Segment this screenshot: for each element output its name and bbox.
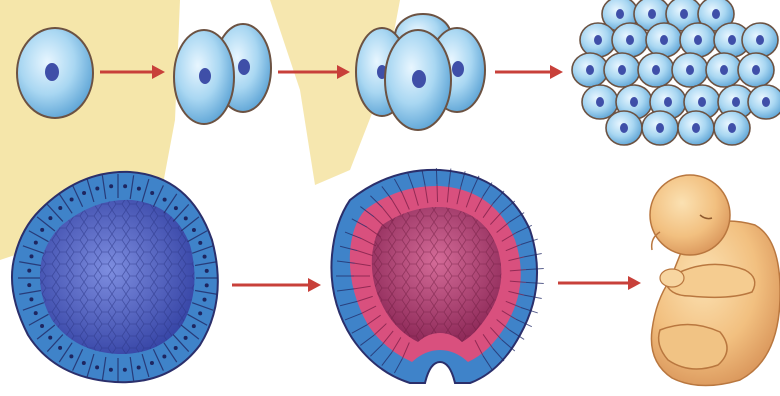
fetus — [650, 175, 780, 386]
morula-cell — [646, 23, 682, 57]
arrow-gastrula-to-fetus — [558, 276, 641, 290]
morula-cell — [638, 53, 674, 87]
morula-cell — [606, 111, 642, 145]
morula-cell — [572, 53, 608, 87]
morula-cell — [706, 53, 742, 87]
morula-cell — [680, 23, 716, 57]
morula-cell — [678, 111, 714, 145]
four-cell-embryo — [356, 14, 485, 130]
arrow-blastula-to-gastrula — [232, 278, 321, 292]
zygote-single-cell — [17, 28, 93, 118]
morula-cell — [642, 111, 678, 145]
two-cell-embryo — [174, 24, 271, 124]
morula-cell — [612, 23, 648, 57]
morula-cell — [738, 53, 774, 87]
arrow-four-cell-to-morula — [495, 65, 563, 79]
morula-cell — [742, 23, 778, 57]
morula-cell — [748, 85, 780, 119]
morula-cell — [672, 53, 708, 87]
morula-cluster — [572, 0, 780, 145]
morula-cell — [604, 53, 640, 87]
gastrula — [331, 168, 543, 383]
morula-cell — [714, 111, 750, 145]
morula-cell — [580, 23, 616, 57]
